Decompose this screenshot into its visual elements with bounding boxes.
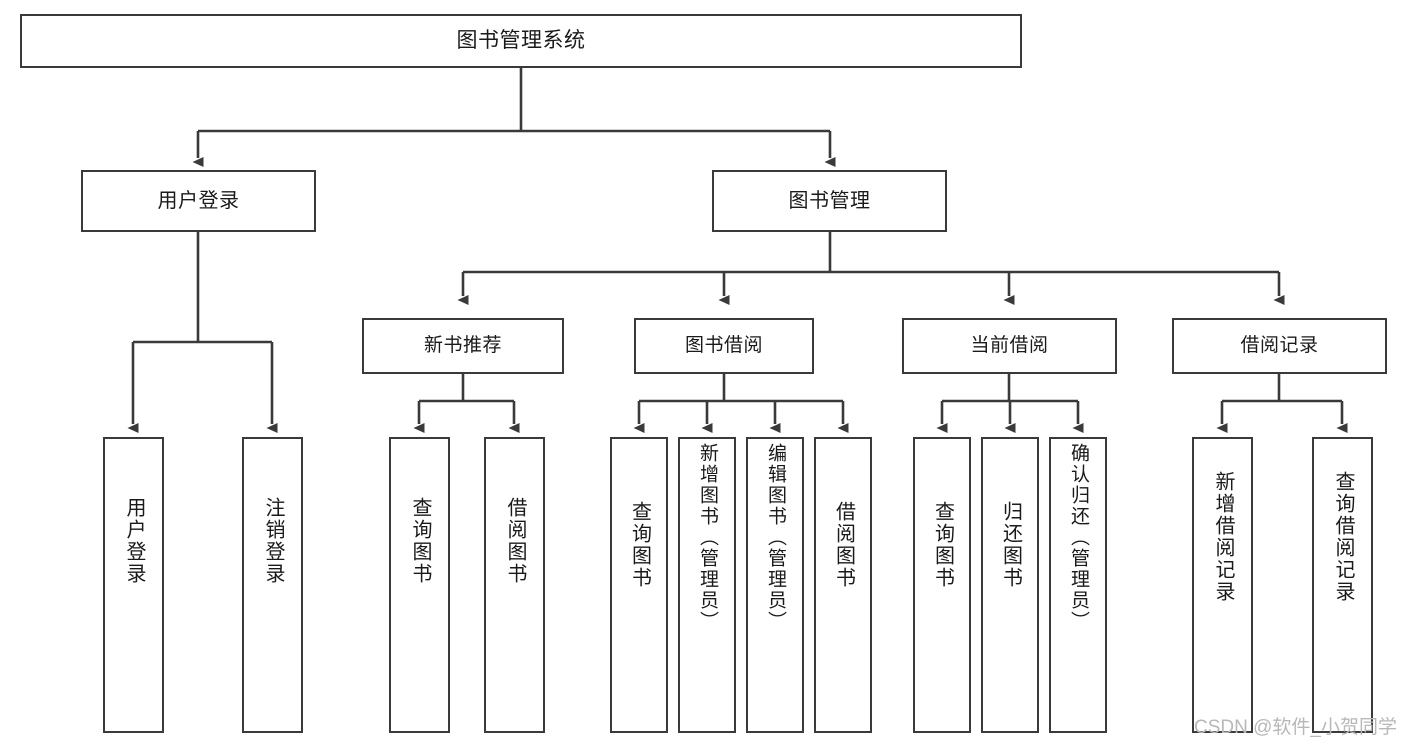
leaf-confirm-return-admin[interactable]: 确认归还（管理员） — [1049, 437, 1107, 733]
node-label: 图书管理系统 — [456, 29, 586, 53]
node-label: 确认归还（管理员） — [1067, 443, 1089, 632]
node-label: 借阅图书 — [832, 501, 855, 589]
leaf-user-login[interactable]: 用户登录 — [103, 437, 164, 733]
leaf-add-borrow-record[interactable]: 新增借阅记录 — [1192, 437, 1253, 733]
node-label: 新书推荐 — [423, 335, 502, 357]
leaf-edit-book-admin[interactable]: 编辑图书（管理员） — [746, 437, 804, 733]
node-label: 新增借阅记录 — [1212, 471, 1234, 603]
node-label: 用户登录 — [123, 497, 145, 585]
node-label: 借阅记录 — [1240, 335, 1319, 357]
node-root-system[interactable]: 图书管理系统 — [20, 14, 1022, 68]
node-current-borrow[interactable]: 当前借阅 — [902, 318, 1117, 374]
leaf-query-book-current[interactable]: 查询图书 — [913, 437, 971, 733]
leaf-query-book-recommend[interactable]: 查询图书 — [389, 437, 450, 733]
leaf-borrow-book-recommend[interactable]: 借阅图书 — [484, 437, 545, 733]
leaf-query-book-borrow[interactable]: 查询图书 — [610, 437, 668, 733]
node-borrow-record[interactable]: 借阅记录 — [1172, 318, 1387, 374]
node-label: 查询借阅记录 — [1332, 471, 1354, 603]
leaf-return-book[interactable]: 归还图书 — [981, 437, 1039, 733]
leaf-query-borrow-record[interactable]: 查询借阅记录 — [1312, 437, 1373, 733]
node-label: 当前借阅 — [970, 335, 1049, 357]
node-new-book-recommend[interactable]: 新书推荐 — [362, 318, 564, 374]
leaf-user-logout[interactable]: 注销登录 — [242, 437, 303, 733]
node-label: 用户登录 — [157, 189, 240, 212]
node-book-management[interactable]: 图书管理 — [712, 170, 947, 232]
leaf-add-book-admin[interactable]: 新增图书（管理员） — [678, 437, 736, 733]
node-label: 图书管理 — [788, 189, 871, 212]
node-label: 归还图书 — [999, 501, 1022, 589]
leaf-borrow-book[interactable]: 借阅图书 — [814, 437, 872, 733]
node-label: 图书借阅 — [684, 335, 763, 357]
node-label: 新增图书（管理员） — [696, 443, 718, 632]
node-label: 查询图书 — [409, 497, 431, 585]
node-label: 编辑图书（管理员） — [764, 443, 786, 632]
node-book-borrow[interactable]: 图书借阅 — [634, 318, 814, 374]
node-label: 借阅图书 — [504, 497, 526, 585]
node-label: 查询图书 — [628, 501, 651, 589]
node-user-login[interactable]: 用户登录 — [81, 170, 316, 232]
node-label: 注销登录 — [262, 497, 284, 585]
node-label: 查询图书 — [931, 501, 954, 589]
